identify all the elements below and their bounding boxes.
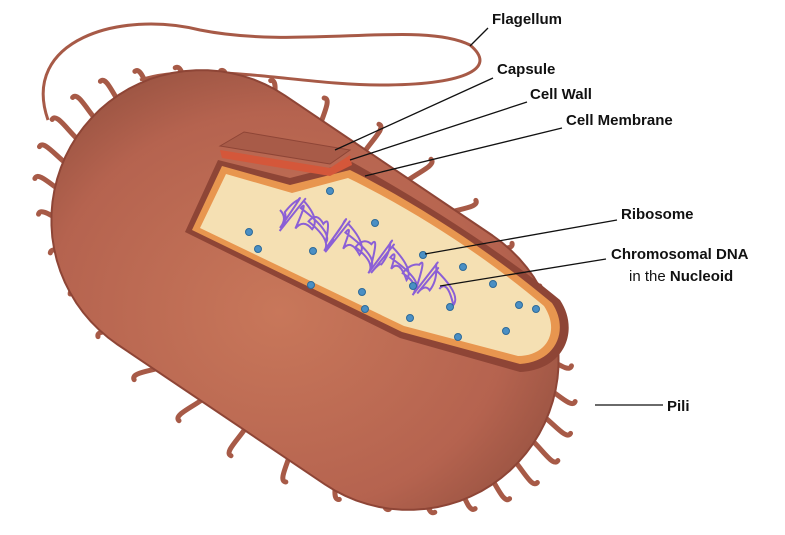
ribosome (254, 245, 262, 253)
ribosome (406, 314, 414, 322)
label-chromosomal-dna: Chromosomal DNA (611, 246, 749, 263)
ribosome (358, 288, 366, 296)
label-lines (334, 27, 663, 406)
label-cell-membrane: Cell Membrane (566, 112, 673, 129)
flagellum (41, 22, 482, 121)
ribosome (409, 282, 417, 290)
flagellum-line (469, 27, 489, 47)
ribosome (515, 301, 523, 309)
label-ribosome: Ribosome (621, 206, 694, 223)
ribosomes (245, 187, 540, 341)
dna-line (439, 258, 607, 287)
ribosome (245, 228, 253, 236)
ribosome (371, 219, 379, 227)
ribosome (532, 305, 540, 313)
ribosome (326, 187, 334, 195)
ribosome (454, 333, 462, 341)
label-flagellum: Flagellum (492, 11, 563, 28)
cell-wall-line (349, 101, 528, 161)
capsule-layer (220, 150, 352, 176)
ribosome (361, 305, 369, 313)
label-nucleoid: in the Nucleoid (629, 268, 733, 285)
cell-wall-flap (218, 131, 352, 165)
chromosomal-dna (278, 197, 457, 308)
ribosome (307, 281, 315, 289)
ribosome (459, 263, 467, 271)
ribosome-line (424, 219, 618, 255)
ribosome (419, 251, 427, 259)
label-pili: Pili (667, 398, 690, 415)
cell-membrane-line (364, 127, 563, 177)
ribosome (446, 303, 454, 311)
ribosome (489, 280, 497, 288)
label-capsule: Capsule (497, 61, 556, 78)
capsule-line (334, 77, 494, 151)
ribosome (502, 327, 510, 335)
label-in-the: in the (629, 268, 666, 285)
label-cell-wall: Cell Wall (530, 86, 592, 103)
label-nucleoid-word: Nucleoid (669, 268, 734, 285)
ribosome (309, 247, 317, 255)
